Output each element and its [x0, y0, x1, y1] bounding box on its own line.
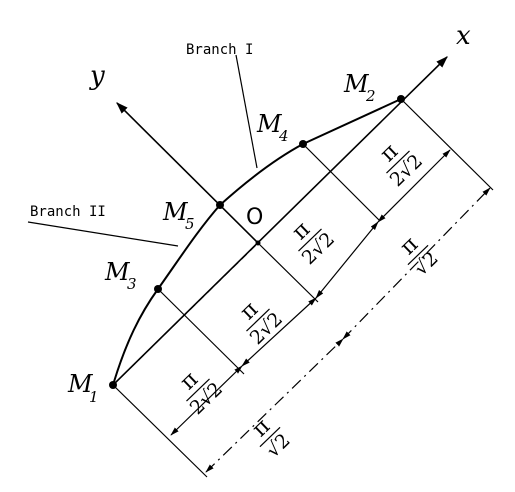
- dim-label-outer-1: π √2: [247, 414, 294, 462]
- label-m3: M 3: [104, 258, 137, 293]
- branch-1-leader: [235, 54, 258, 169]
- x-axis-label: x: [456, 21, 471, 51]
- branch-2-label: Branch II: [30, 204, 106, 220]
- point-m3: [154, 285, 162, 293]
- svg-text:M: M: [343, 70, 370, 98]
- label-m4: M 4: [256, 110, 289, 145]
- ext-line-m4: [302, 143, 381, 222]
- chord-dashed: [112, 242, 259, 386]
- ext-line-m2: [400, 98, 494, 191]
- ext-line-o: [257, 242, 319, 303]
- y-axis: [116, 102, 259, 244]
- svg-text:2: 2: [365, 87, 376, 105]
- svg-text:M: M: [162, 198, 189, 226]
- origin-label: O: [246, 205, 263, 230]
- label-m2: M 2: [343, 70, 376, 105]
- label-m5: M 5: [162, 198, 195, 233]
- svg-text:M: M: [67, 370, 94, 398]
- ext-line-m3: [157, 288, 245, 375]
- point-m5: [216, 201, 224, 209]
- svg-text:5: 5: [185, 215, 195, 233]
- svg-text:3: 3: [127, 275, 137, 293]
- point-origin: [255, 240, 261, 246]
- point-m1: [109, 381, 117, 389]
- dim-label-3: π 2√2: [287, 217, 339, 269]
- svg-text:M: M: [104, 258, 131, 286]
- ext-line-m1: [112, 384, 208, 478]
- svg-text:1: 1: [89, 388, 99, 406]
- branch-curve: [112, 98, 402, 386]
- dim-line-outer-2: [342, 187, 491, 340]
- branch-2-leader: [27, 221, 179, 247]
- branch-1-label: Branch I: [186, 42, 253, 58]
- dim-label-2: π 2√2: [235, 297, 287, 349]
- y-axis-label: y: [89, 61, 105, 91]
- dim-label-outer-2: π √2: [395, 232, 442, 280]
- dim-line-outer-1: [205, 338, 344, 473]
- svg-text:M: M: [256, 110, 283, 138]
- point-m2: [397, 95, 405, 103]
- dim-label-1: π 2√2: [175, 367, 227, 419]
- point-m4: [299, 140, 307, 148]
- svg-text:4: 4: [278, 127, 289, 145]
- label-m1: M 1: [67, 370, 99, 406]
